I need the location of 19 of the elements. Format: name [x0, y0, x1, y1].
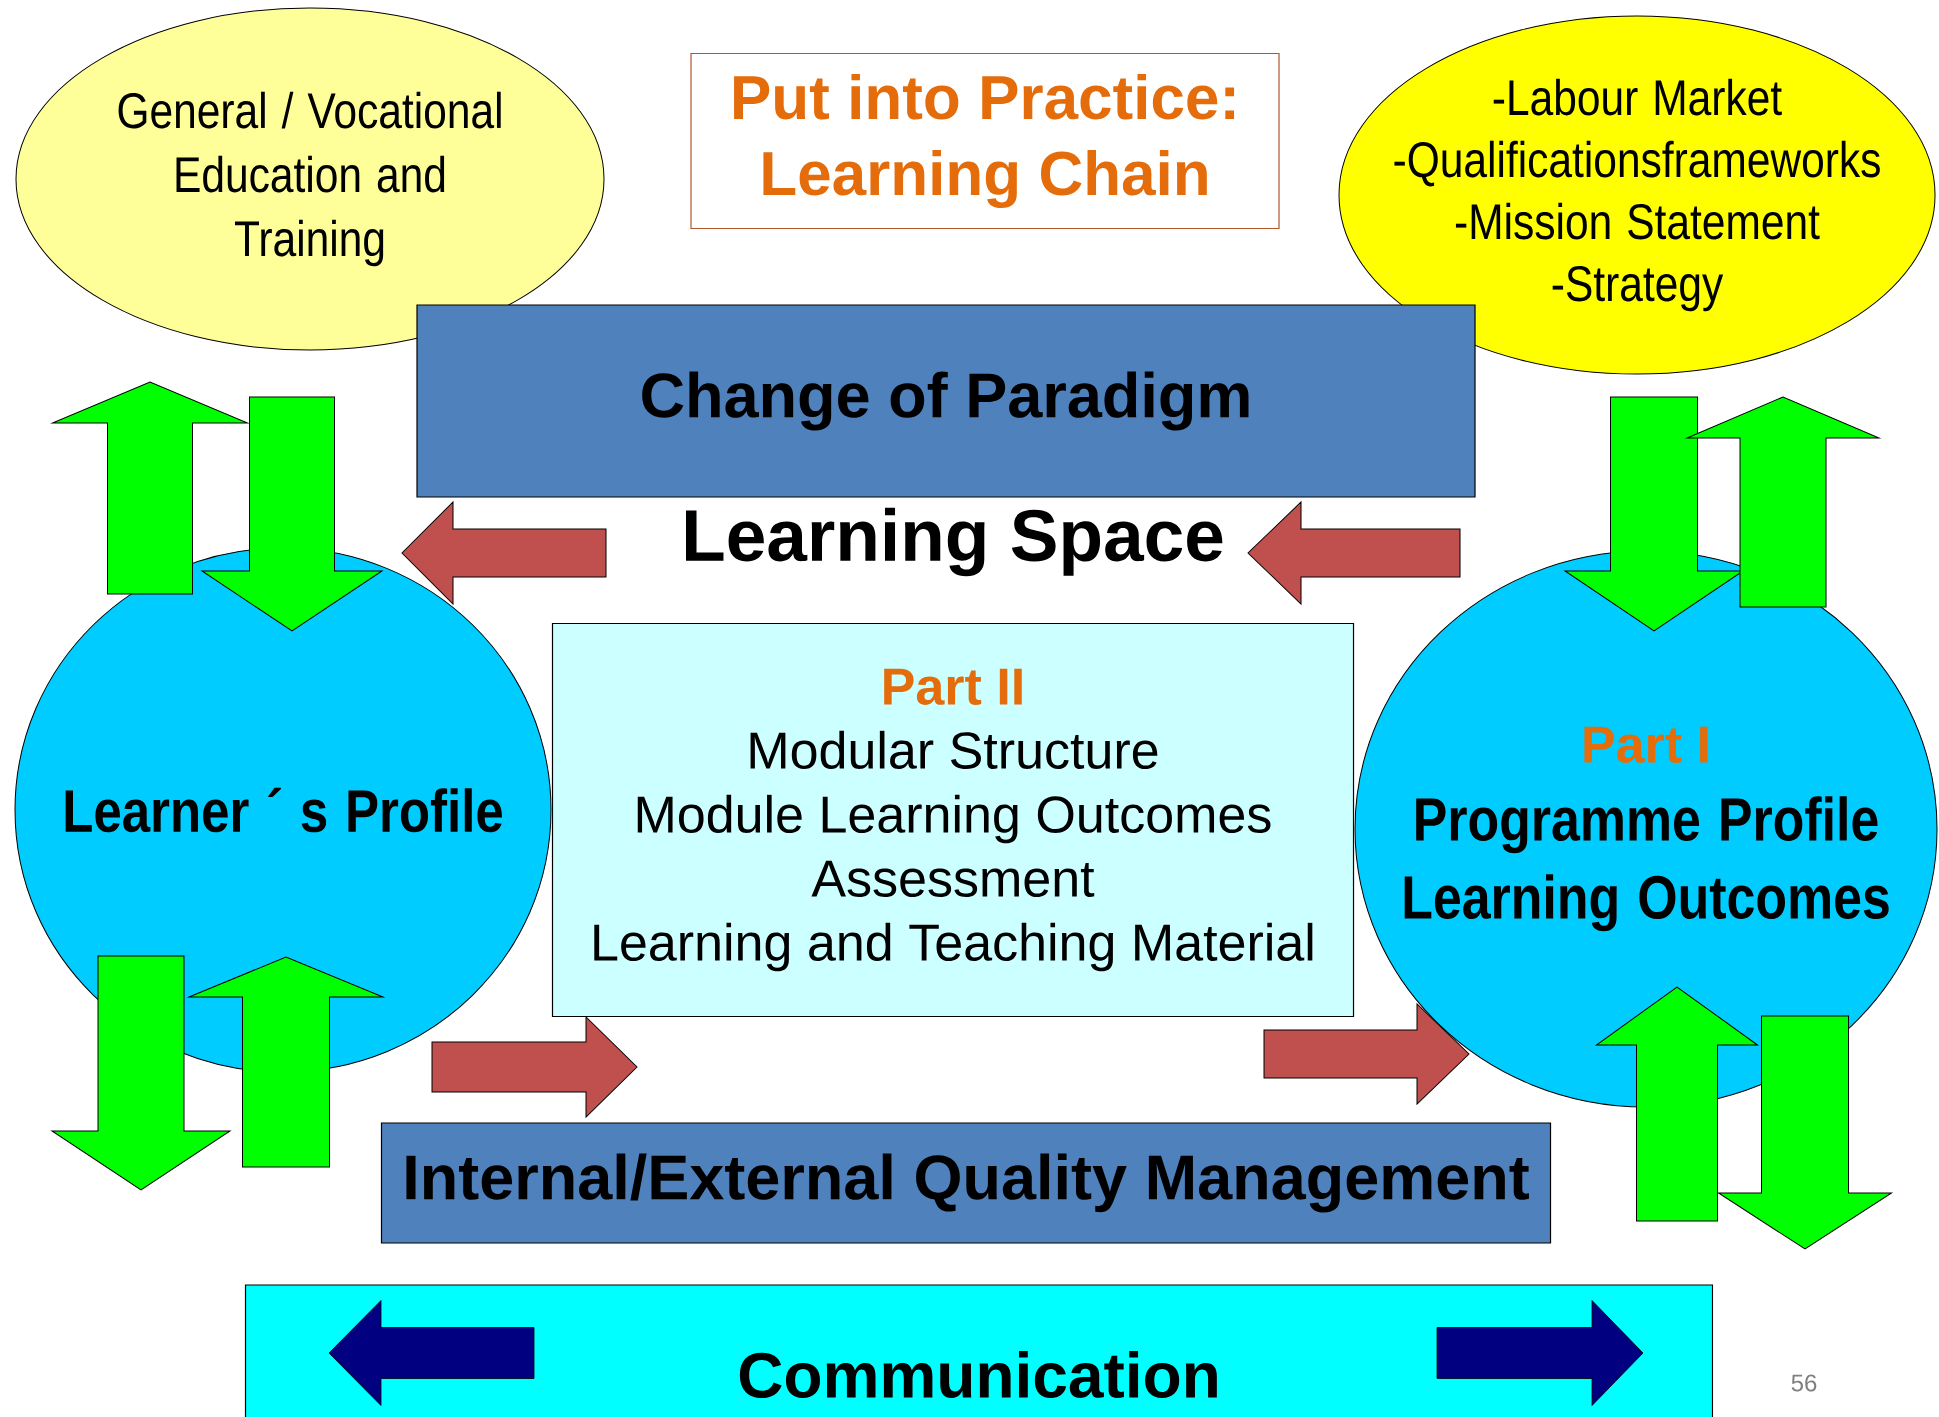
block-arrow: [52, 381, 248, 595]
block-arrow: [1686, 396, 1880, 608]
block-arrow: [1596, 986, 1758, 1222]
heading-box: Change of Paradigm: [416, 304, 1476, 498]
ellipse-node: General / Vocational Education and Training: [15, 7, 605, 351]
content-box: Part II Modular Structure Module Learning Outcomes Assessment Learning and Teaching Material: [551, 622, 1355, 1018]
heading-text: Learning Space: [686, 507, 1223, 577]
block-arrow: [401, 501, 607, 605]
block-arrow: [1247, 501, 1461, 605]
block-arrow: [188, 956, 384, 1168]
ellipse-node: -Labour Market -Qualificationsframeworks -Mission Statement -Strategy: [1338, 15, 1936, 375]
block-arrow: [51, 955, 231, 1191]
block-arrow: [431, 1016, 638, 1118]
block-arrow: [1718, 1015, 1892, 1250]
heading-box: Internal/External Quality Management: [380, 1122, 1552, 1244]
block-arrow: [201, 396, 383, 632]
block-arrow: [1263, 1003, 1470, 1105]
page-number: 56: [1791, 1374, 1817, 1392]
title-box: Put into Practice: Learning Chain: [690, 52, 1280, 230]
